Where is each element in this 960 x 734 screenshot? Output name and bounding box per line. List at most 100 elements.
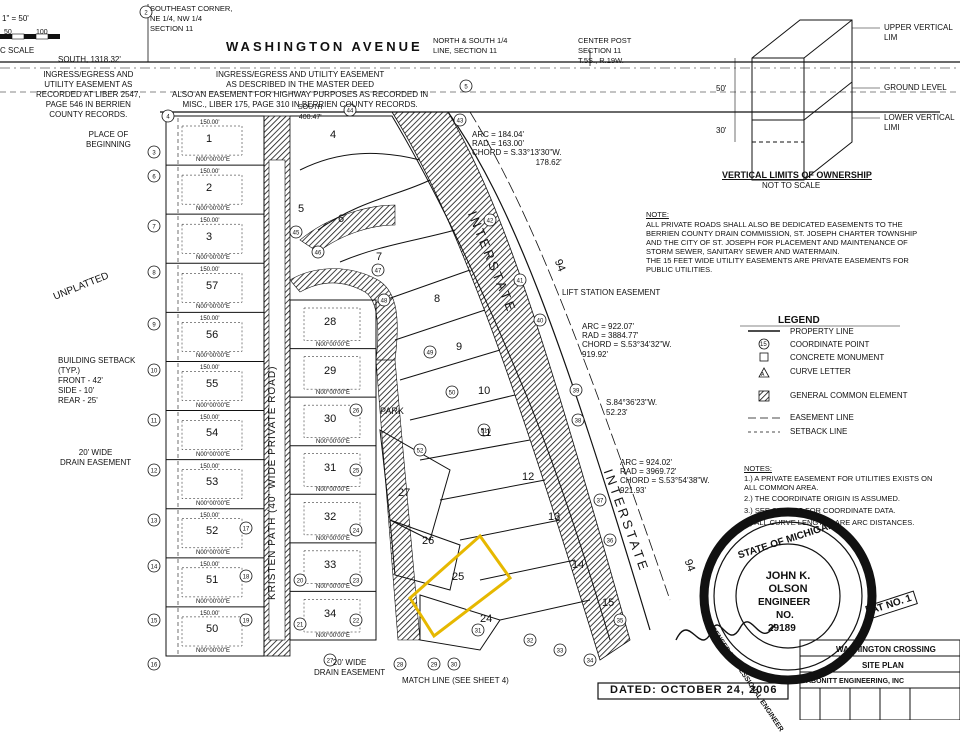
coordinate-point-label: 49 <box>427 351 434 357</box>
setback-box <box>303 404 361 438</box>
lot-bearing-label: N00°00'00"E <box>316 390 351 397</box>
coordinate-point-label: 17 <box>243 527 250 533</box>
south-top-label: SOUTH 400.47' <box>298 104 323 121</box>
coordinate-point-label: 31 <box>475 629 482 635</box>
coordinate-point <box>483 213 497 227</box>
coordinate-point-label: 3 <box>152 151 156 157</box>
lot-width-label: 150.00' <box>200 316 220 323</box>
park-hatch-inner <box>289 204 421 641</box>
lot-number-57: 57 <box>206 279 219 292</box>
coordinate-point-label: 21 <box>297 623 304 629</box>
lot-number-6: 6 <box>338 213 345 225</box>
coordinate-point-label: 44 <box>347 109 354 115</box>
lower-vertical-limit-label: LOWER VERTICAL LIMI <box>884 113 955 132</box>
lot-width-label: 150.00' <box>200 218 220 225</box>
lot-number-29: 29 <box>324 364 337 377</box>
lot-number-50: 50 <box>206 623 219 636</box>
height-30-label: 30' <box>716 126 727 135</box>
coordinate-point-label: 5 <box>464 85 468 91</box>
coordinate-point-label: 2 <box>144 11 148 17</box>
mid-lot-column <box>289 299 377 641</box>
coordinate-point-label: 48 <box>381 299 388 305</box>
curve-3-rad: RAD = 3969.72' <box>620 467 677 476</box>
coordinate-point-label: 20 <box>297 579 304 585</box>
coordinate-point-label: 43 <box>457 119 464 125</box>
lot-width-label: 150.00' <box>200 414 220 421</box>
coordinate-point <box>445 385 459 399</box>
coordinate-point <box>447 657 461 671</box>
scale-bar <box>0 33 60 40</box>
lot-bearing-label: N00°00'00"E <box>196 206 231 213</box>
south-bearing-label: SOUTH, 1318.32' <box>58 55 121 64</box>
coordinate-point-label: 19 <box>243 619 250 625</box>
seal-no: NO. <box>776 610 794 621</box>
sheet-title: SITE PLAN <box>862 661 904 670</box>
legend-curve-letter: CURVE LETTER <box>790 367 851 376</box>
legend-property-line: PROPERTY LINE <box>790 327 854 336</box>
setback-box <box>181 567 243 598</box>
coordinate-point <box>377 293 391 307</box>
lot-number-27: 27 <box>398 487 411 499</box>
lot-bearing-label: N00°00'00"E <box>196 353 231 360</box>
ns-line-label: NORTH & SOUTH 1/4 LINE, SECTION 11 <box>433 36 508 55</box>
coordinate-point-label: 18 <box>243 575 250 581</box>
coordinate-point-label: 8 <box>152 271 156 277</box>
coordinate-point <box>349 613 363 627</box>
lot-bearing-label: N00°00'00"E <box>316 341 351 348</box>
coordinate-point-label: 51 <box>481 429 488 435</box>
coordinate-point-label: 7 <box>152 225 156 231</box>
coordinate-point-label: 9 <box>152 323 156 329</box>
coordinate-point-label: 22 <box>353 619 360 625</box>
lot-bearing-label: N00°00'00"E <box>196 157 231 164</box>
setback-box <box>181 616 243 647</box>
legend-symbol-curve: A <box>761 372 765 378</box>
coordinate-point <box>147 219 161 233</box>
park-label: PARK <box>380 406 404 416</box>
coordinate-point-label: 42 <box>487 219 494 225</box>
coordinate-point-label: 46 <box>315 251 322 257</box>
arc-lots <box>290 115 611 651</box>
lot-number-51: 51 <box>206 574 219 587</box>
lot-bearing-label: N00°00'00"E <box>316 633 351 639</box>
coordinate-point-label: 24 <box>353 529 360 535</box>
lot-bearing-label: N00°00'00"E <box>196 451 231 458</box>
lot-number-25: 25 <box>452 571 465 583</box>
lot-number-55: 55 <box>206 378 219 390</box>
highlighted-lot-25[interactable] <box>408 533 513 639</box>
ingress-right-label: INGRESS/EGRESS AND UTILITY EASEMENT AS D… <box>172 70 429 109</box>
lot-number-32: 32 <box>324 510 337 523</box>
coordinate-point <box>423 345 437 359</box>
curve-3-arc: ARC = 924.02' <box>620 458 673 467</box>
private-road-label: KRISTEN PATH (40' WIDE PRIVATE ROAD) <box>267 365 278 600</box>
coordinate-point-label: 29 <box>431 663 438 669</box>
legend-setback-line: SETBACK LINE <box>790 427 848 436</box>
legend-easement-line: EASEMENT LINE <box>790 413 854 422</box>
dated-label: DATED: OCTOBER 24, 2006 <box>610 684 778 696</box>
lot-number-15: 15 <box>602 597 615 609</box>
height-50-label: 50' <box>716 84 727 93</box>
setback-box <box>181 420 243 450</box>
lot-bearing-label: N00°00'00"E <box>196 500 231 507</box>
lot-number-24: 24 <box>480 613 493 625</box>
lot-bearing-label: N00°00'00"E <box>196 304 231 311</box>
coordinate-point <box>413 443 427 457</box>
lot-number-14: 14 <box>572 559 585 571</box>
lot-number-13: 13 <box>548 511 561 523</box>
bearing-right-label: S.84°36'23"W. 52.23' <box>606 398 658 417</box>
lot-number-53: 53 <box>206 476 219 489</box>
coordinate-point <box>147 317 161 331</box>
coordinate-point <box>147 559 161 573</box>
coordinate-point-label: 14 <box>151 565 158 571</box>
lot-bearing-label: N00°00'00"E <box>316 584 351 591</box>
coordinate-point-label: 11 <box>151 419 158 425</box>
coordinate-point <box>583 653 597 667</box>
coordinate-point-label: 23 <box>353 579 360 585</box>
center-post-label: CENTER POST SECTION 11 T.5S., R.19W. <box>578 36 632 65</box>
coordinate-point <box>371 263 385 277</box>
coordinate-point <box>571 413 585 427</box>
coordinate-point <box>161 109 175 123</box>
place-of-beginning-label: PLACE OF BEGINNING <box>86 130 131 149</box>
ingress-left-label: INGRESS/EGRESS AND UTILITY EASEMENT AS R… <box>36 70 141 119</box>
se-corner-label: SOUTHEAST CORNER, NE 1/4, NW 1/4 SECTION… <box>150 4 233 33</box>
